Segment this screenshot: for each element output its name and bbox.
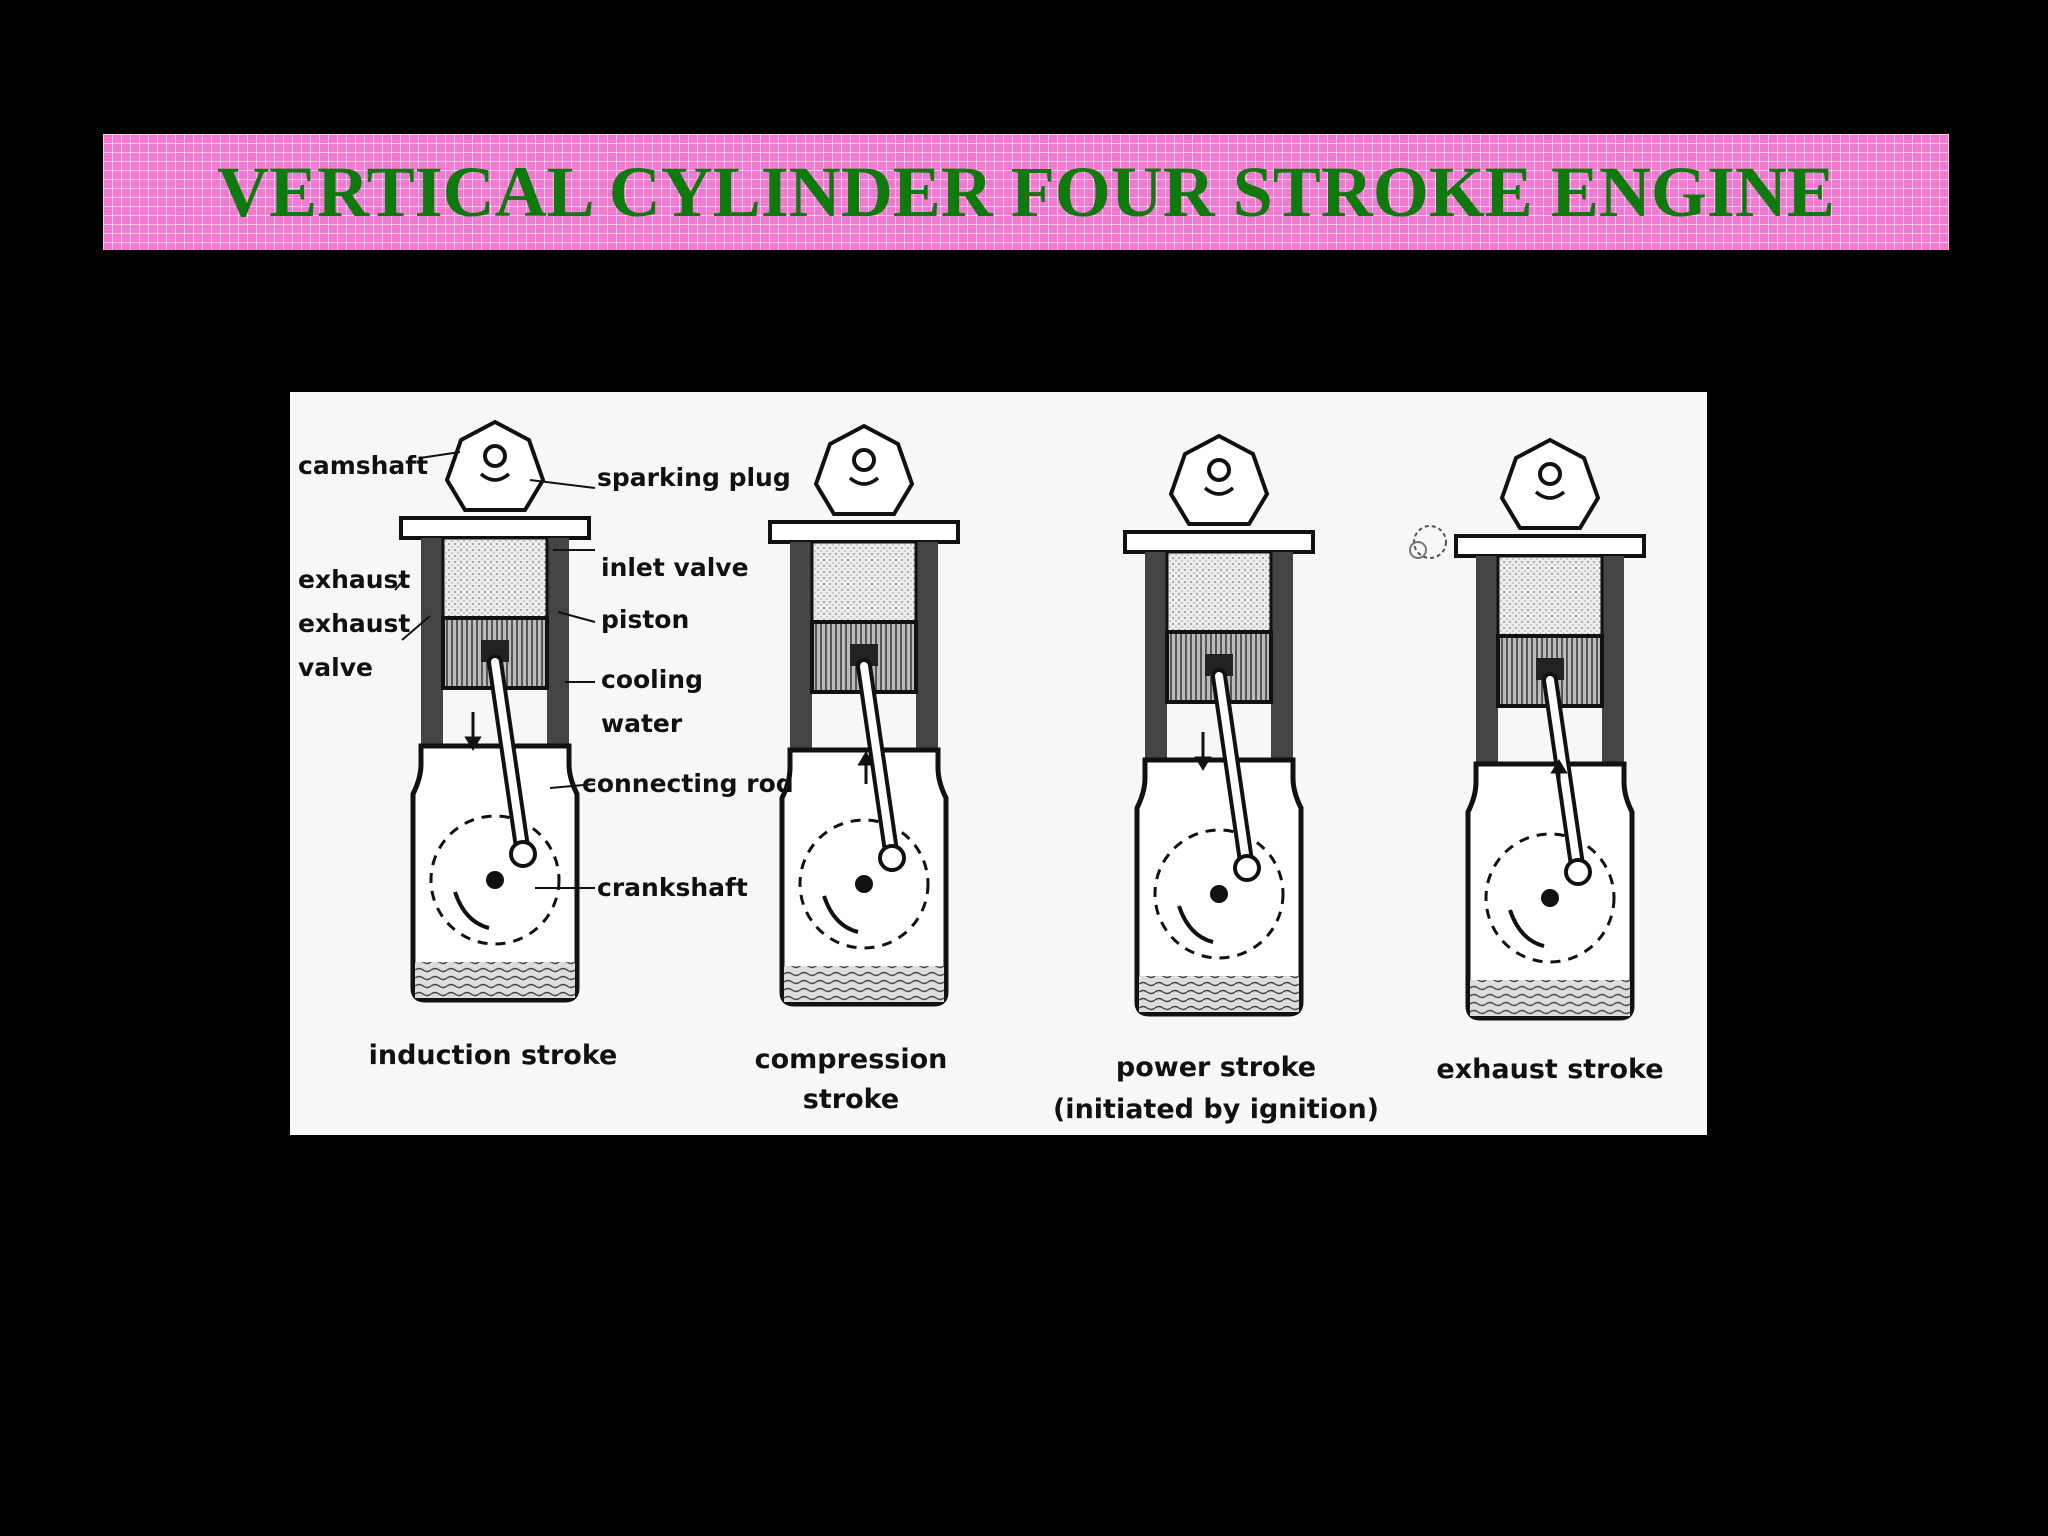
engine-induction <box>401 422 589 1000</box>
title-banner: VERTICAL CYLINDER FOUR STROKE ENGINE <box>103 134 1949 250</box>
label-crankshaft: crankshaft <box>597 873 748 902</box>
caption-induction: induction stroke <box>369 1040 618 1071</box>
label-inlet-valve: inlet valve <box>601 553 749 582</box>
label-exhaust-valve-1: exhaust <box>298 609 410 638</box>
label-exhaust: exhaust <box>298 565 410 594</box>
label-connecting-rod: connecting rod <box>582 769 794 798</box>
caption-exhaust: exhaust stroke <box>1436 1054 1663 1085</box>
label-cooling-water-1: cooling <box>601 665 703 694</box>
caption-compression-2: stroke <box>803 1084 899 1115</box>
exhaust-puff <box>1409 525 1447 559</box>
caption-compression-1: compression <box>755 1044 948 1075</box>
engine-diagram: camshaft sparking plug exhaust inlet val… <box>290 392 1707 1135</box>
engine-power <box>1125 436 1313 1014</box>
caption-power-1: power stroke <box>1116 1052 1316 1083</box>
label-sparking-plug: sparking plug <box>597 463 791 492</box>
label-piston: piston <box>601 605 689 634</box>
engine-compression <box>770 426 958 1004</box>
caption-power-2: (initiated by ignition) <box>1053 1094 1379 1125</box>
page-title: VERTICAL CYLINDER FOUR STROKE ENGINE <box>217 152 1835 232</box>
label-cooling-water-2: water <box>601 709 683 738</box>
label-exhaust-valve-2: valve <box>298 653 373 682</box>
engine-exhaust <box>1456 440 1644 1018</box>
label-camshaft: camshaft <box>298 451 428 480</box>
